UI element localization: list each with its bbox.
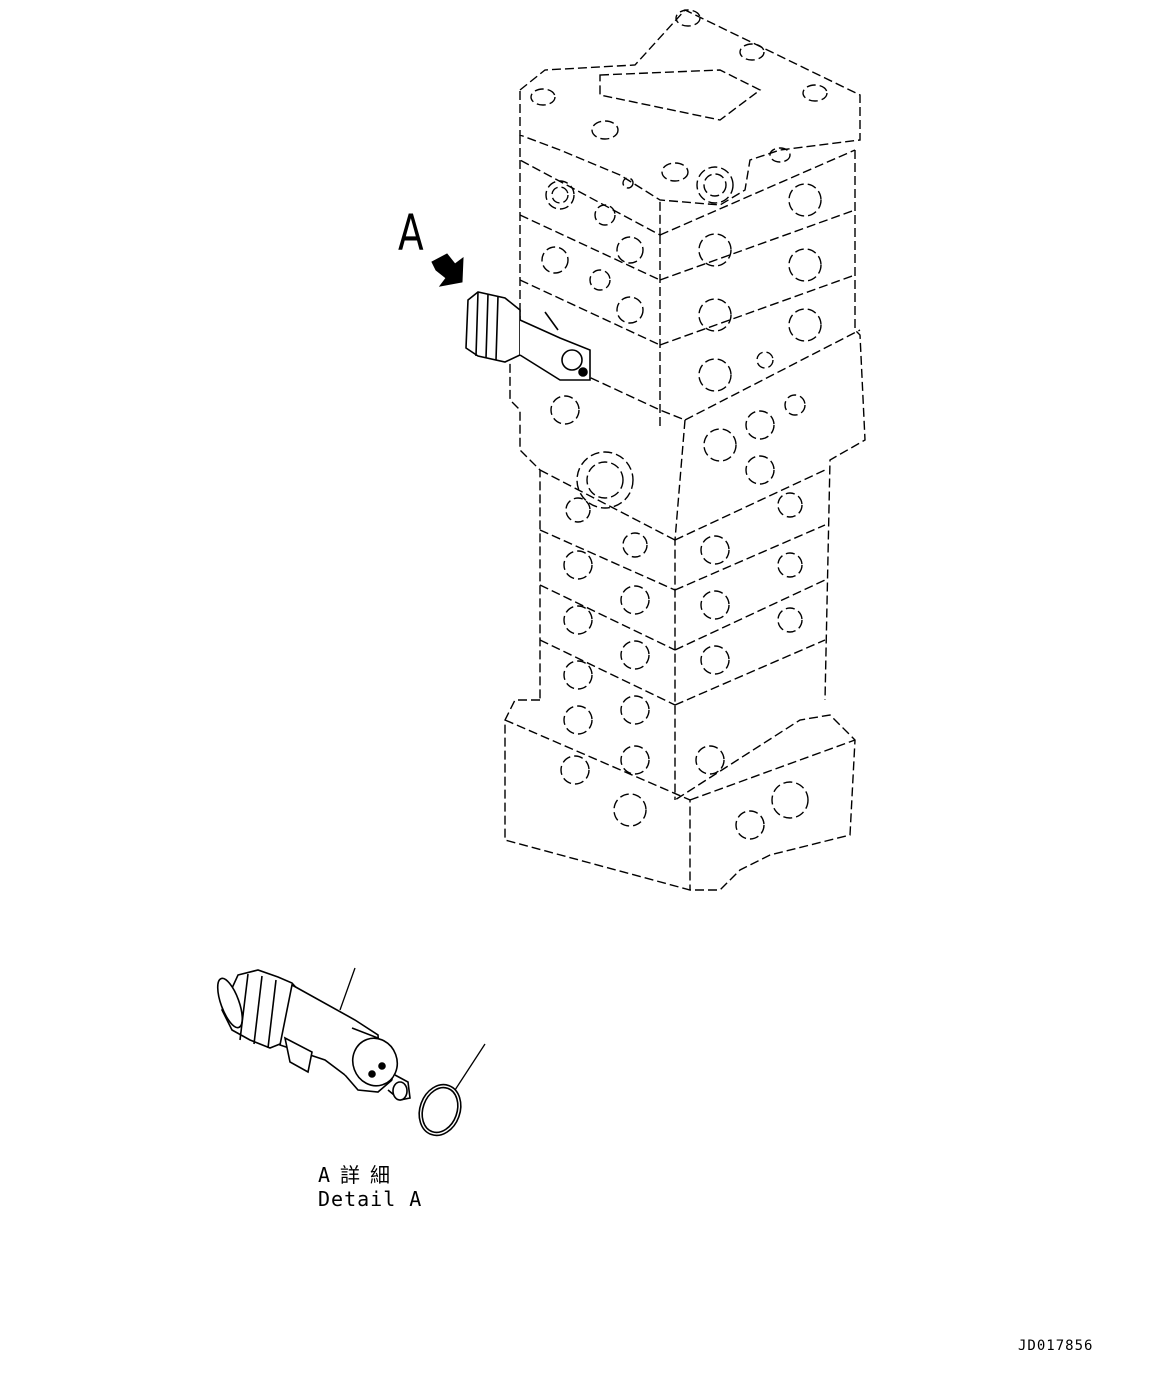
o-ring xyxy=(418,1083,462,1137)
drawing-id: JD017856 xyxy=(1018,1338,1094,1354)
detail-caption-jp: A詳細 xyxy=(318,1163,401,1187)
callout-letter-a: A xyxy=(398,204,424,262)
detail-caption-en: Detail A xyxy=(318,1187,423,1211)
installed-cartridge xyxy=(465,291,591,381)
arrow-a xyxy=(431,253,464,287)
leader-line-o-ring xyxy=(454,1043,486,1091)
valve-cartridge xyxy=(216,969,411,1101)
control-valve-assembly xyxy=(504,9,866,891)
leader-line-cartridge xyxy=(339,967,356,1011)
